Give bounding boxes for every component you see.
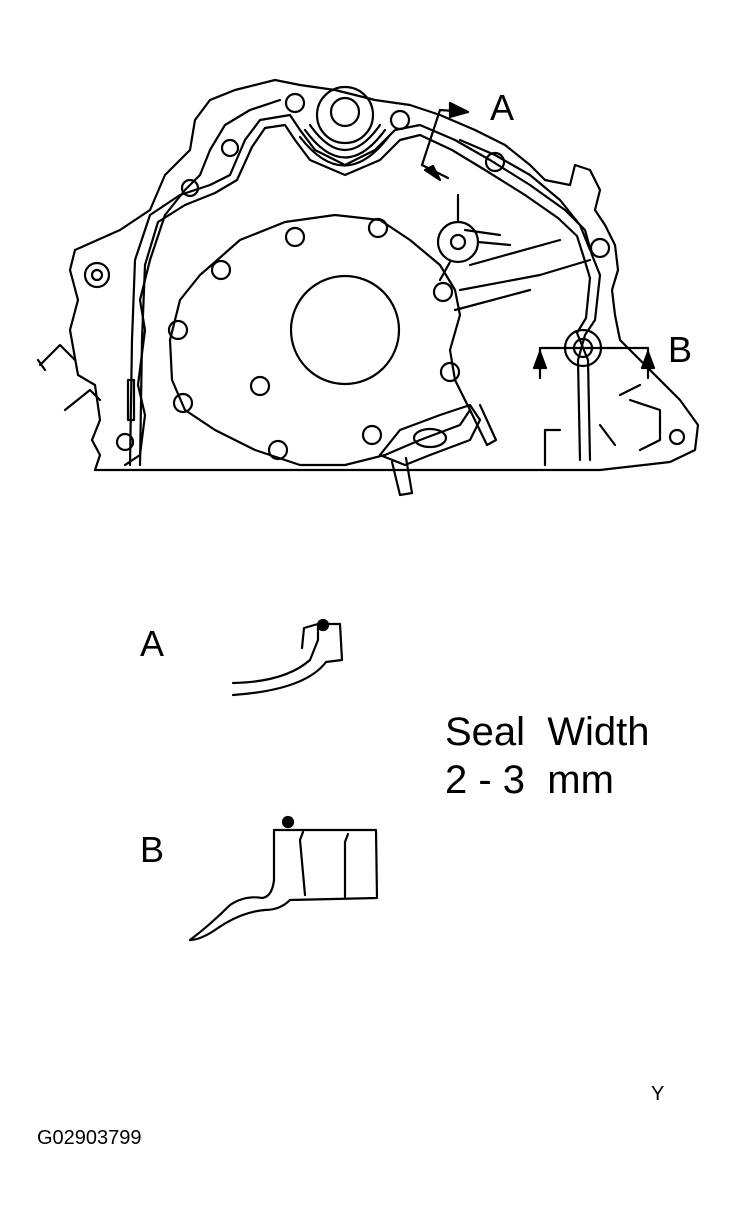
relief-boss-ribs [438,193,512,282]
detail-b-section [188,815,379,942]
pump-bolt-2 [367,217,389,239]
seal-bead-path [126,113,602,467]
section-a-label: A [490,87,515,128]
pump-bolt-8 [172,392,194,414]
section-b-arrowhead-right [640,350,656,370]
top-boss-outer [315,85,375,145]
bolt-hole-top-5 [484,151,506,173]
right-lobe [543,328,662,467]
strainer-body [378,403,482,467]
housing-outline [68,78,700,472]
seal-bead-inner [138,123,592,467]
crankshaft-bore [289,274,401,386]
bolt-hole-top-2 [220,138,240,158]
detail-a-label: A [140,623,165,664]
detail-b-seal-bead [281,815,295,829]
pump-bolt-9 [267,439,289,461]
housing-inner-edge [123,98,592,467]
section-a-cut-line [420,108,442,167]
seal-bead-outer [128,113,602,467]
detail-a-profile-outer [231,622,344,697]
bolt-boss-left [83,261,111,289]
detail-b-profile-outer [188,828,379,942]
detail-b-label: B [140,829,165,870]
seal-width-title: Seal Width [445,710,650,754]
bolt-hole-top-3 [284,92,306,114]
section-a-arrowhead-top [448,101,470,119]
relief-boss-inner [449,233,467,251]
bolt-hole-bottom-left [115,432,135,452]
figure-code: G02903799 [37,1127,142,1149]
rib-lines [453,238,592,312]
pump-bolt-4 [432,281,454,303]
pump-bolt-3 [210,259,232,281]
bolt-hole-right-2 [668,428,686,446]
section-a-arrowhead-bottom [423,164,442,182]
top-boss-inner [329,96,361,128]
bolt-hole-right-1 [589,237,611,259]
bolt-hole-top-4 [389,109,411,131]
right-lobe-ribs [543,383,662,467]
seal-bead-left-slot [126,378,136,422]
detail-a-seal-bead [316,618,330,632]
detail-a-profile-inner [300,622,320,650]
strainer-pipe [378,403,498,497]
pipe-lower [390,456,414,497]
pump-body [167,193,592,467]
pipe-right [468,403,498,447]
bolt-hole-left [90,268,104,282]
pump-bolt-5 [167,319,189,341]
detail-a-section [231,618,344,697]
pump-bolt-1 [284,226,306,248]
housing-flange-left [36,343,102,412]
detail-b-inner-lines [298,830,350,899]
corner-mark: Y [651,1083,665,1105]
relief-boss-outer [436,220,480,264]
pump-housing [36,78,700,472]
pump-bolt-7 [439,361,461,383]
seal-width-value: 2 - 3 mm [445,758,614,802]
pump-bolt-10 [361,424,383,446]
strainer-port [412,427,448,449]
section-b-arrowhead-left [532,350,548,370]
pump-body-outline [168,213,472,467]
section-b-label: B [668,329,693,370]
section-marker-b [532,346,656,380]
pump-bolt-6 [249,375,271,397]
seal-groove-top-arc [298,123,392,167]
section-marker-a [420,101,470,182]
